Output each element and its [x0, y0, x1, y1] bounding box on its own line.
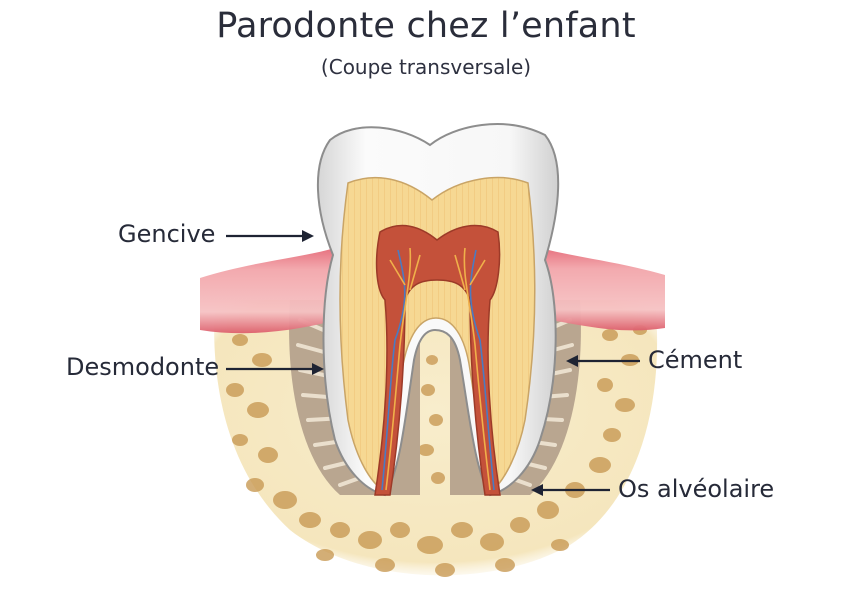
alveolar-bone: [214, 300, 658, 577]
arrow-gencive: [226, 230, 314, 242]
page-subtitle: (Coupe transversale): [320, 55, 532, 79]
arrow-os-alveolaire: [531, 484, 610, 496]
label-desmodonte: Desmodonte: [66, 353, 220, 381]
arrow-desmodonte: [226, 363, 324, 375]
dental-pulp: [374, 224, 501, 496]
label-cement: Cément: [648, 346, 743, 374]
label-os-alveolaire: Os alvéolaire: [618, 475, 775, 503]
label-arrows: [226, 230, 640, 496]
page-title: Parodonte chez l’enfant: [216, 6, 636, 46]
label-gencive: Gencive: [118, 220, 216, 248]
arrow-cement: [566, 355, 640, 367]
gingiva: [200, 248, 665, 334]
